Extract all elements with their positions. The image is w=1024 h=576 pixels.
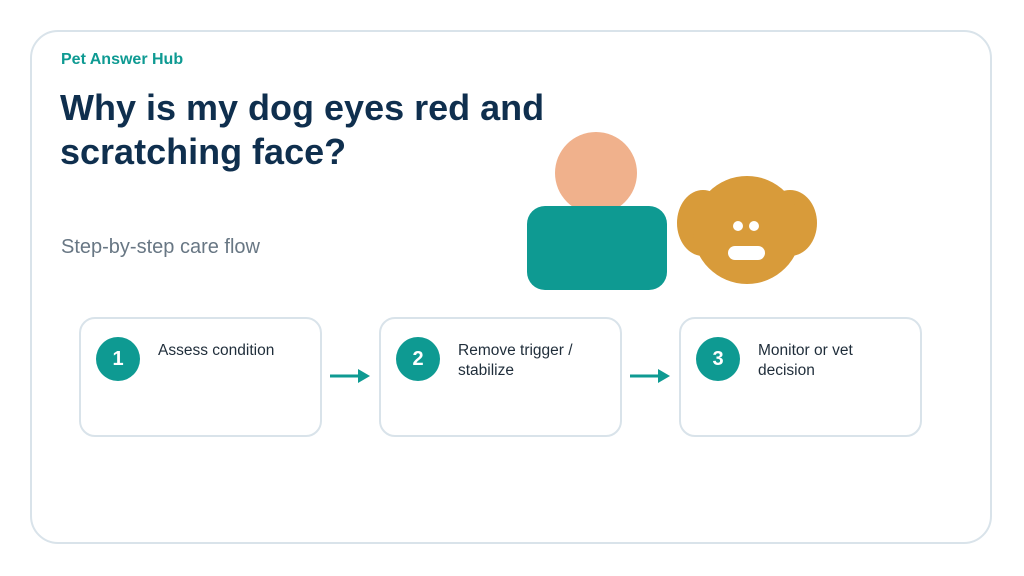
page-subtitle: Step-by-step care flow [61,236,260,258]
dog-face-icon [677,176,817,284]
person-head-icon [555,132,637,214]
step-card-3: 3 Monitor or vet decision [679,317,922,437]
step-card-1: 1 Assess condition [79,317,322,437]
step-label: Monitor or vet decision [758,342,853,379]
page-title: Why is my dog eyes red and scratching fa… [60,87,545,172]
main-card [30,30,992,544]
person-and-dog-illustration [527,132,817,290]
step-number-badge: 2 [396,337,440,381]
step-label: Remove trigger / stabilize [458,342,573,379]
arrow-right-icon [630,369,670,383]
brand-label: Pet Answer Hub [61,51,184,68]
step-label: Assess condition [158,342,275,359]
step-card-2: 2 Remove trigger / stabilize [379,317,622,437]
step-number-badge: 3 [696,337,740,381]
arrow-right-icon [330,369,370,383]
step-number-badge: 1 [96,337,140,381]
person-body-icon [527,206,667,290]
